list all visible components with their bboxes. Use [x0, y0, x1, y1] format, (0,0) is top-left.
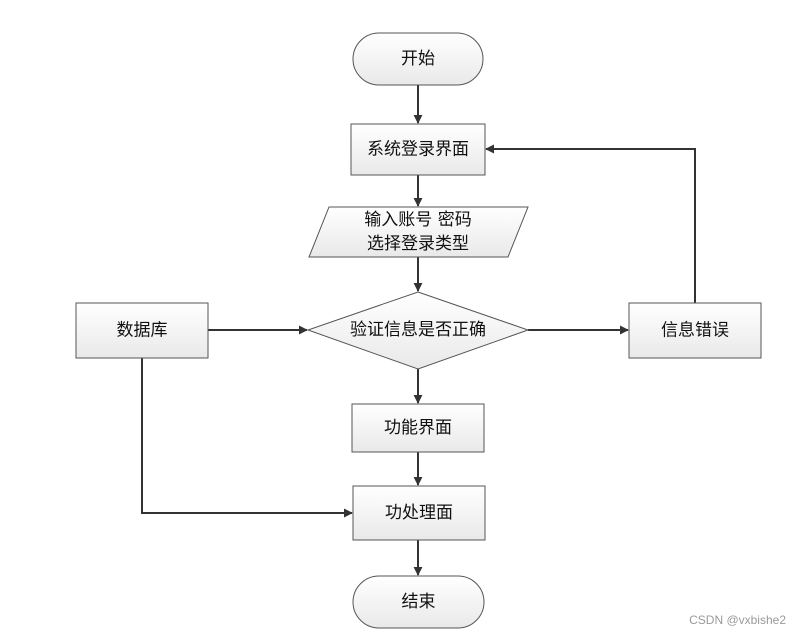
- verify-label: 验证信息是否正确: [350, 320, 486, 340]
- input-label-line2: 选择登录类型: [367, 234, 469, 254]
- node-function: 功能界面: [351, 403, 485, 453]
- arrow-database-to-process: [141, 358, 353, 518]
- node-verify: 验证信息是否正确: [306, 291, 530, 370]
- input-parallelogram-shape: [308, 206, 529, 258]
- error-box-shape: [628, 302, 762, 359]
- input-label-line1: 输入账号 密码: [364, 210, 471, 230]
- database-box-shape: [75, 302, 209, 359]
- node-start: 开始: [352, 32, 484, 86]
- node-input: 输入账号 密码 选择登录类型: [308, 206, 529, 258]
- arrow-error-to-login: [485, 144, 696, 303]
- node-process: 功处理面: [352, 485, 486, 541]
- verify-diamond-shape: [306, 291, 530, 370]
- function-label: 功能界面: [384, 418, 452, 438]
- connectors: [141, 85, 696, 576]
- end-terminal-shape: [352, 575, 485, 629]
- process-box-shape: [352, 485, 486, 541]
- login-box-shape: [350, 123, 486, 176]
- database-label: 数据库: [117, 321, 168, 341]
- node-login: 系统登录界面: [350, 123, 486, 176]
- process-label: 功处理面: [385, 503, 453, 523]
- function-box-shape: [351, 403, 485, 453]
- start-label: 开始: [401, 49, 435, 69]
- node-end: 结束: [352, 575, 485, 629]
- node-error: 信息错误: [628, 302, 762, 359]
- error-label: 信息错误: [661, 321, 729, 341]
- node-database: 数据库: [75, 302, 209, 359]
- start-terminal-shape: [352, 32, 484, 86]
- end-label: 结束: [402, 592, 436, 612]
- login-label: 系统登录界面: [367, 140, 469, 160]
- watermark-text: CSDN @vxbishe2: [689, 613, 786, 627]
